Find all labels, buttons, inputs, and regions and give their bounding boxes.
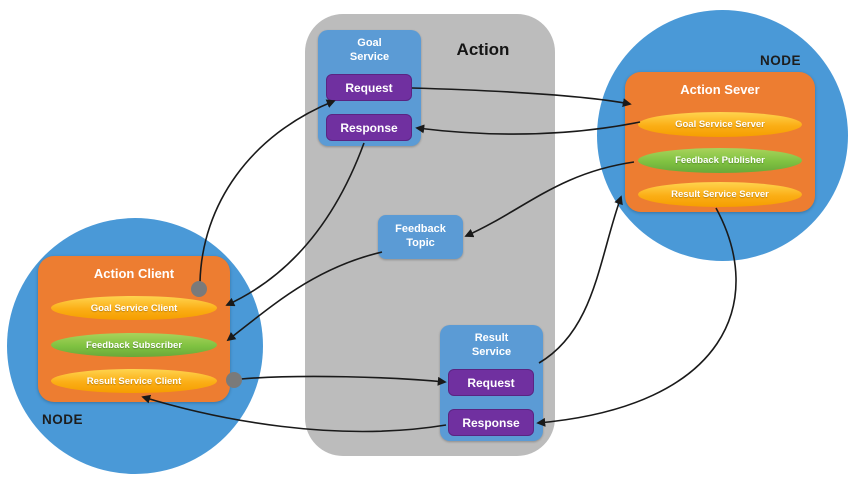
result-service-title: Result Service — [471, 332, 512, 359]
feedback-topic-title: Feedback Topic — [395, 223, 446, 250]
goal-service-title: Goal Service — [349, 37, 390, 64]
goal-service-client-pill: Goal Service Client — [51, 296, 217, 320]
action-title: Action — [456, 40, 510, 59]
goal-request-box: Request — [326, 74, 412, 101]
goal-service-server-pill: Goal Service Server — [638, 112, 802, 137]
result-service-client-pill: Result Service Client — [51, 369, 217, 393]
feedback-publisher-pill: Feedback Publisher — [638, 148, 802, 173]
action-client-title: Action Client — [93, 266, 175, 281]
result-request-box: Request — [448, 369, 534, 396]
feedback-topic-box: Feedback Topic — [378, 215, 463, 259]
result-service-box: Result Service Request Response — [440, 325, 543, 441]
action-server-box: Action Sever Goal Service Server Feedbac… — [625, 72, 815, 212]
action-client-box: Action Client Goal Service Client Feedba… — [38, 256, 230, 402]
action-server-title: Action Sever — [680, 82, 760, 97]
result-service-server-pill: Result Service Server — [638, 182, 802, 207]
result-response-box: Response — [448, 409, 534, 436]
client-node-label: NODE — [42, 412, 84, 427]
feedback-subscriber-pill: Feedback Subscriber — [51, 333, 217, 357]
goal-service-box: Goal Service Request Response — [318, 30, 421, 146]
goal-response-box: Response — [326, 114, 412, 141]
server-node-label: NODE — [760, 53, 802, 68]
